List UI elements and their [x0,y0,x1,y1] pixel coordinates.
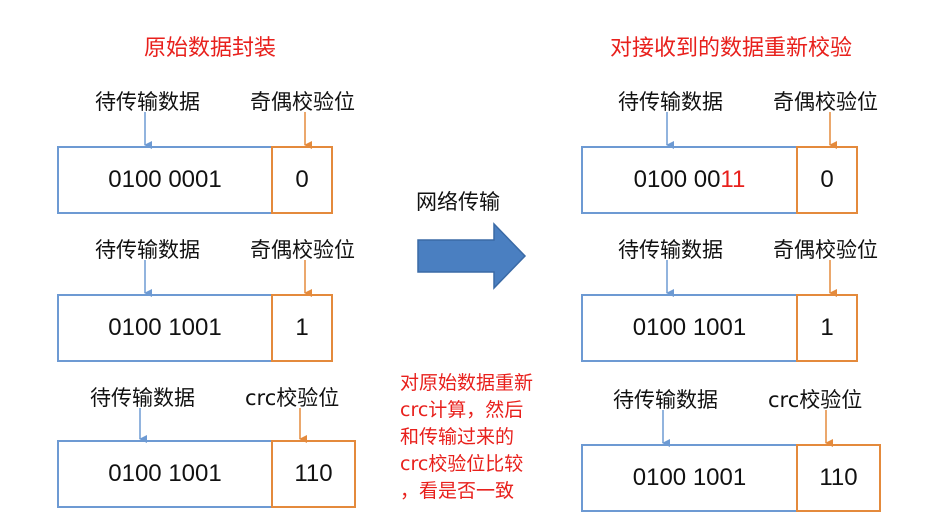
check-box: 1 [271,294,333,362]
check-value: 110 [294,460,333,487]
data-value: 0100 1001 [108,460,222,487]
data-label: 待传输数据 [90,386,195,410]
check-value: 0 [295,166,309,193]
note-line: 和传输过来的 [400,426,515,448]
check-label: 奇偶校验位 [250,90,355,114]
data-label: 待传输数据 [95,238,200,262]
data-box: 0100 1001 [57,294,273,362]
data-box: 0100 1001 [581,294,798,362]
right-heading: 对接收到的数据重新校验 [610,36,853,61]
check-label: 奇偶校验位 [250,238,355,262]
check-box: 110 [271,440,356,508]
check-value: 1 [295,314,309,341]
check-value: 1 [820,314,834,341]
check-box: 0 [271,146,333,214]
data-value: 0100 1001 [632,314,747,341]
data-box: 0100 0011 [581,146,798,214]
data-label: 待传输数据 [613,388,718,412]
data-value: 0100 0001 [108,166,222,193]
transfer-label: 网络传输 [416,190,500,214]
note-line: 对原始数据重新 [400,372,534,394]
error-bits: 11 [720,166,746,193]
data-value: 0100 0011 [634,166,746,194]
data-value: 0100 1001 [108,314,222,341]
left-heading: 原始数据封装 [144,36,277,61]
check-label: crc校验位 [768,388,863,412]
note-line: ，看是否一致 [400,480,515,502]
data-label: 待传输数据 [618,90,723,114]
transfer-arrow-icon [417,222,527,290]
note-line: crc校验位比较 [400,453,524,475]
check-value: 0 [820,166,834,193]
check-label: 奇偶校验位 [773,90,878,114]
check-box: 110 [796,444,881,512]
data-value: 0100 1001 [632,464,747,491]
check-label: crc校验位 [245,386,340,410]
data-label: 待传输数据 [95,90,200,114]
data-value-prefix: 0100 00 [633,166,721,193]
check-value: 110 [819,464,858,491]
crc-note: 对原始数据重新 crc计算，然后 和传输过来的 crc校验位比较 ，看是否一致 [400,370,533,505]
data-label: 待传输数据 [618,238,723,262]
note-line: crc计算，然后 [400,399,524,421]
check-box: 0 [796,146,858,214]
check-label: 奇偶校验位 [773,238,878,262]
data-box: 0100 0001 [57,146,273,214]
check-box: 1 [796,294,858,362]
data-box: 0100 1001 [581,444,798,512]
data-box: 0100 1001 [57,440,273,508]
